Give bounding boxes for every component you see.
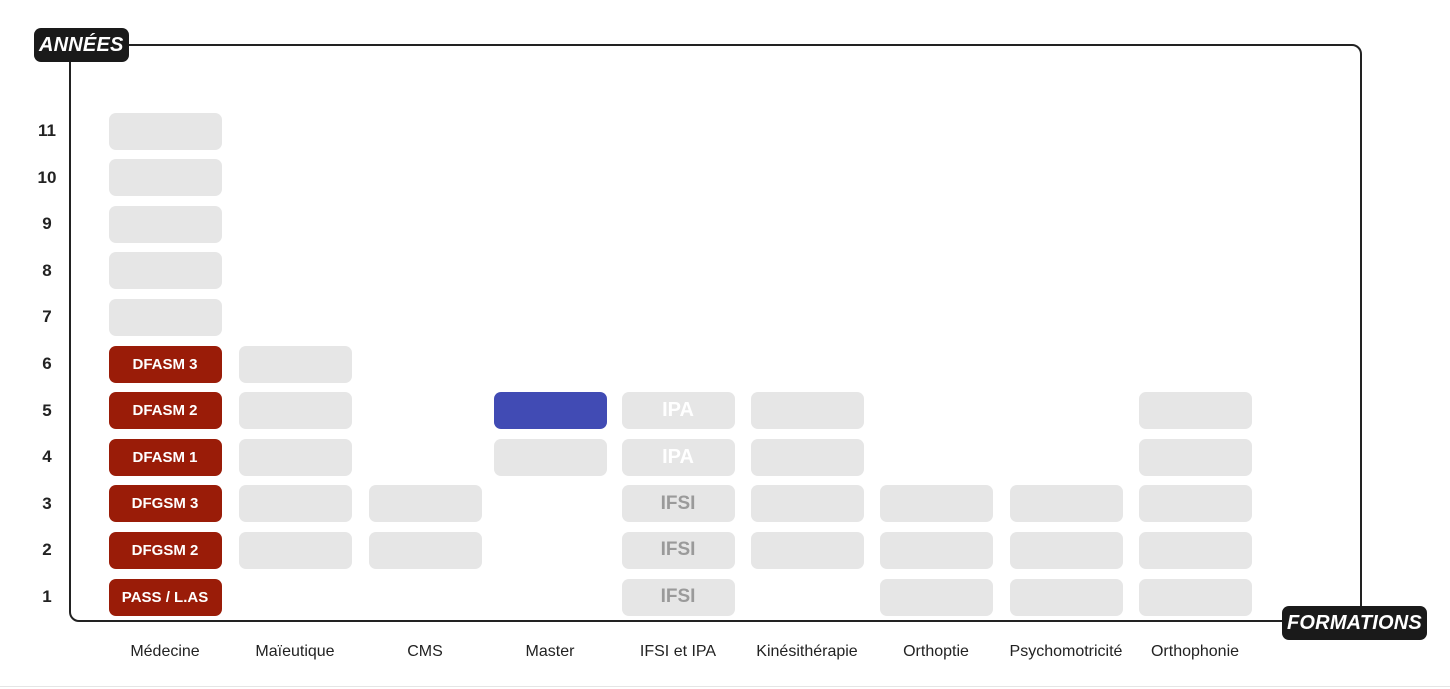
year-label-8: 8: [42, 260, 52, 280]
cell-ifsi-et-ipa-year-3: IFSI: [621, 485, 735, 523]
year-label-4: 4: [42, 447, 52, 467]
cell-m-decine-year-4: DFASM 1: [108, 438, 222, 476]
cell-m-decine-year-3: DFGSM 3: [108, 485, 222, 523]
cell-m-decine-year-2: DFGSM 2: [108, 531, 222, 569]
cell-psychomotricit--year-1: [1009, 578, 1123, 616]
formation-label-ma-eutique: Maïeutique: [255, 643, 335, 660]
formation-label-orthoptie: Orthoptie: [903, 643, 969, 660]
year-label-11: 11: [38, 121, 56, 140]
year-label-7: 7: [42, 307, 52, 327]
cell-psychomotricit--year-2: [1009, 531, 1123, 569]
cell-ifsi-et-ipa-year-1: IFSI: [621, 578, 735, 616]
cell-kin-sith-rapie-year-4: [750, 438, 864, 476]
formation-label-master: Master: [525, 643, 575, 660]
year-label-10: 10: [37, 167, 57, 187]
year-label-2: 2: [42, 540, 52, 560]
cell-ma-eutique-year-6: [238, 345, 352, 383]
cell-m-decine-year-5: DFASM 2: [108, 392, 222, 430]
cell-orthoptie-year-2: [879, 531, 993, 569]
year-label-5: 5: [42, 400, 52, 420]
bottom-divider: [0, 686, 1450, 687]
cell-kin-sith-rapie-year-2: [750, 531, 864, 569]
formation-label-kin-sith-rapie: Kinésithérapie: [756, 643, 858, 660]
cell-orthophonie-year-1: [1138, 578, 1252, 616]
cell-ma-eutique-year-2: [238, 531, 352, 569]
cell-kin-sith-rapie-year-5: [750, 392, 864, 430]
cell-ma-eutique-year-4: [238, 438, 352, 476]
formations-axis-label: FORMATIONS: [1282, 606, 1427, 640]
year-label-6: 6: [42, 354, 52, 373]
cell-master-year-4: [493, 438, 607, 476]
cell-orthoptie-year-3: [879, 485, 993, 523]
formation-label-ifsi-et-ipa: IFSI et IPA: [639, 643, 717, 660]
cell-m-decine-year-11: [108, 112, 222, 150]
cell-ma-eutique-year-5: [238, 392, 352, 430]
cell-m-decine-year-10: [108, 159, 222, 197]
cell-ifsi-et-ipa-year-2: IFSI: [621, 531, 735, 569]
cell-m-decine-year-8: [108, 252, 222, 290]
cell-m-decine-year-1: PASS / L.AS: [108, 578, 222, 616]
cell-orthophonie-year-2: [1138, 531, 1252, 569]
year-label-3: 3: [42, 493, 52, 513]
cell-ifsi-et-ipa-year-5: IPA: [621, 392, 735, 430]
cell-cms-year-2: [368, 531, 482, 569]
cell-orthoptie-year-1: [879, 578, 993, 616]
formation-label-orthophonie: Orthophonie: [1150, 643, 1240, 660]
cell-m-decine-year-9: [108, 205, 222, 243]
cell-orthophonie-year-3: [1138, 485, 1252, 523]
cell-ma-eutique-year-3: [238, 485, 352, 523]
cell-orthophonie-year-5: [1138, 392, 1252, 430]
cell-cms-year-3: [368, 485, 482, 523]
cell-m-decine-year-6: DFASM 3: [108, 345, 222, 383]
year-label-9: 9: [42, 214, 52, 234]
years-axis-label: ANNÉES: [34, 28, 129, 62]
cell-master-year-5: [493, 392, 607, 430]
cell-ifsi-et-ipa-year-4: IPA: [621, 438, 735, 476]
cell-orthophonie-year-4: [1138, 438, 1252, 476]
cell-kin-sith-rapie-year-3: [750, 485, 864, 523]
formation-label-cms: CMS: [407, 643, 443, 660]
diagram-frame: [69, 44, 1362, 622]
formation-label-psychomotricit-: Psychomotricité: [1009, 643, 1123, 660]
year-label-1: 1: [42, 587, 52, 606]
cell-m-decine-year-7: [108, 298, 222, 336]
cell-psychomotricit--year-3: [1009, 485, 1123, 523]
formation-label-m-decine: Médecine: [130, 643, 200, 660]
